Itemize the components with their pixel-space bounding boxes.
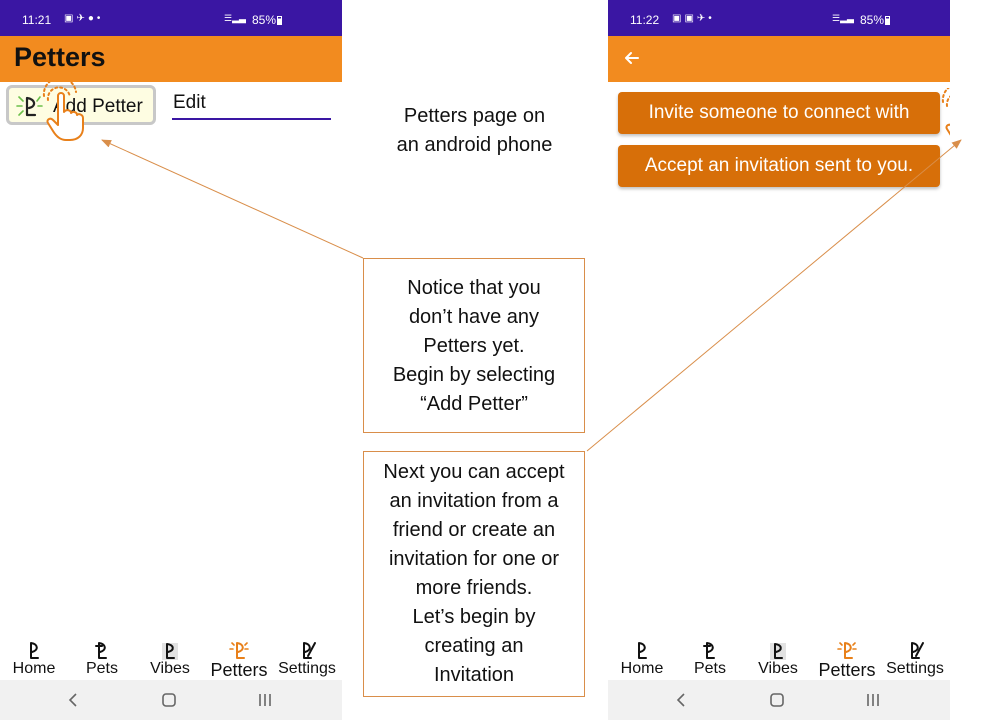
nav-vibes-label: Vibes — [758, 660, 798, 677]
vibes-nav-icon — [770, 643, 786, 660]
home-nav-icon — [30, 642, 39, 659]
petters-nav-icon — [837, 642, 857, 659]
system-home-icon[interactable] — [767, 690, 787, 710]
page-title: Petters — [14, 42, 106, 72]
notification-icons: ▣✈●• — [64, 13, 104, 24]
nav-settings-label: Settings — [278, 660, 336, 677]
note-line: Petters yet. — [423, 335, 525, 357]
tap-hand-icon — [42, 82, 84, 141]
battery-percent: 85% — [860, 13, 885, 27]
caption-line: Petters page on — [403, 105, 546, 127]
settings-nav-icon — [911, 642, 924, 659]
nav-home-label: Home — [620, 660, 664, 677]
nav-settings-label: Settings — [886, 660, 944, 677]
status-time: 11:21 — [22, 13, 52, 27]
app-bar — [608, 36, 950, 82]
app-bar: Petters — [0, 36, 342, 82]
system-back-icon[interactable] — [64, 690, 84, 710]
nav-pets-label: Pets — [85, 660, 118, 677]
nav-home-label: Home — [12, 660, 56, 677]
status-time: 11:22 — [630, 13, 660, 27]
note-line: creating an — [424, 635, 524, 657]
system-navigation-bar — [608, 680, 950, 720]
caption-line: an android phone — [396, 134, 553, 156]
phone-screen-petters: 11:21 ▣✈●• ☰▂▃ 85% Petters Add Petter Ed… — [0, 0, 342, 720]
nav-vibes[interactable]: Vibes — [752, 638, 804, 680]
signal-icon: ☰▂▃ — [832, 13, 854, 23]
note-line: invitation for one or — [388, 548, 560, 570]
nav-settings[interactable]: Settings — [882, 638, 948, 680]
nav-petters-label: Petters — [818, 660, 876, 680]
bottom-navigation: Home Pets Vibes Petters Settings — [0, 638, 342, 680]
back-arrow-icon[interactable] — [620, 46, 644, 70]
nav-petters[interactable]: Petters — [812, 638, 882, 680]
accept-invitation-button[interactable]: Accept an invitation sent to you. — [618, 145, 940, 187]
status-bar: 11:22 ▣▣✈• ☰▂▃ 85% — [608, 0, 950, 36]
note-line: more friends. — [415, 577, 533, 599]
note-line: Notice that you — [407, 277, 541, 299]
battery-indicator: 85% — [860, 13, 891, 27]
system-recents-icon[interactable] — [863, 690, 883, 710]
petters-nav-icon — [229, 642, 249, 659]
nav-petters-label: Petters — [210, 660, 268, 680]
caption-text: Petters page on an android phone — [362, 102, 587, 160]
note-line: Next you can accept — [383, 461, 565, 483]
vibes-nav-icon — [162, 643, 178, 660]
phone-screen-invitations: 11:22 ▣▣✈• ☰▂▃ 85% Invite someone to con… — [608, 0, 950, 720]
nav-pets[interactable]: Pets — [684, 638, 736, 680]
system-navigation-bar — [0, 680, 342, 720]
nav-home[interactable]: Home — [614, 638, 670, 680]
note-line: Let’s begin by — [412, 606, 536, 628]
home-nav-icon — [638, 642, 647, 659]
nav-pets[interactable]: Pets — [76, 638, 128, 680]
note-line: Begin by selecting — [392, 364, 556, 386]
note-line: “Add Petter” — [420, 393, 528, 415]
battery-percent: 85% — [252, 13, 277, 27]
note-line: don’t have any — [408, 306, 540, 328]
petter-sparkle-icon — [16, 96, 43, 117]
signal-icon: ☰▂▃ — [224, 13, 246, 23]
note-line: Invitation — [433, 664, 515, 686]
system-home-icon[interactable] — [159, 690, 179, 710]
nav-vibes[interactable]: Vibes — [144, 638, 196, 680]
edit-field[interactable]: Edit — [172, 92, 331, 120]
bottom-navigation: Home Pets Vibes Petters Settings — [608, 638, 950, 680]
nav-pets-label: Pets — [693, 660, 726, 677]
invite-someone-button[interactable]: Invite someone to connect with — [618, 92, 940, 134]
nav-home[interactable]: Home — [6, 638, 62, 680]
note-line: friend or create an — [392, 519, 556, 541]
edit-label: Edit — [173, 92, 206, 113]
pets-nav-icon — [703, 642, 715, 659]
tap-hand-icon — [941, 88, 950, 136]
instruction-note-invitation: Next you can accept an invitation from a… — [363, 451, 585, 697]
settings-nav-icon — [303, 642, 316, 659]
nav-settings[interactable]: Settings — [274, 638, 340, 680]
system-recents-icon[interactable] — [255, 690, 275, 710]
instruction-note-add-petter: Notice that you don’t have any Petters y… — [363, 258, 585, 433]
battery-icon — [277, 16, 283, 25]
status-bar: 11:21 ▣✈●• ☰▂▃ 85% — [0, 0, 342, 36]
notification-icons: ▣▣✈• — [672, 13, 715, 24]
battery-icon — [885, 16, 891, 25]
nav-vibes-label: Vibes — [150, 660, 190, 677]
nav-petters[interactable]: Petters — [204, 638, 274, 680]
battery-indicator: 85% — [252, 13, 283, 27]
pets-nav-icon — [95, 642, 107, 659]
system-back-icon[interactable] — [672, 690, 692, 710]
note-line: an invitation from a — [389, 490, 559, 512]
